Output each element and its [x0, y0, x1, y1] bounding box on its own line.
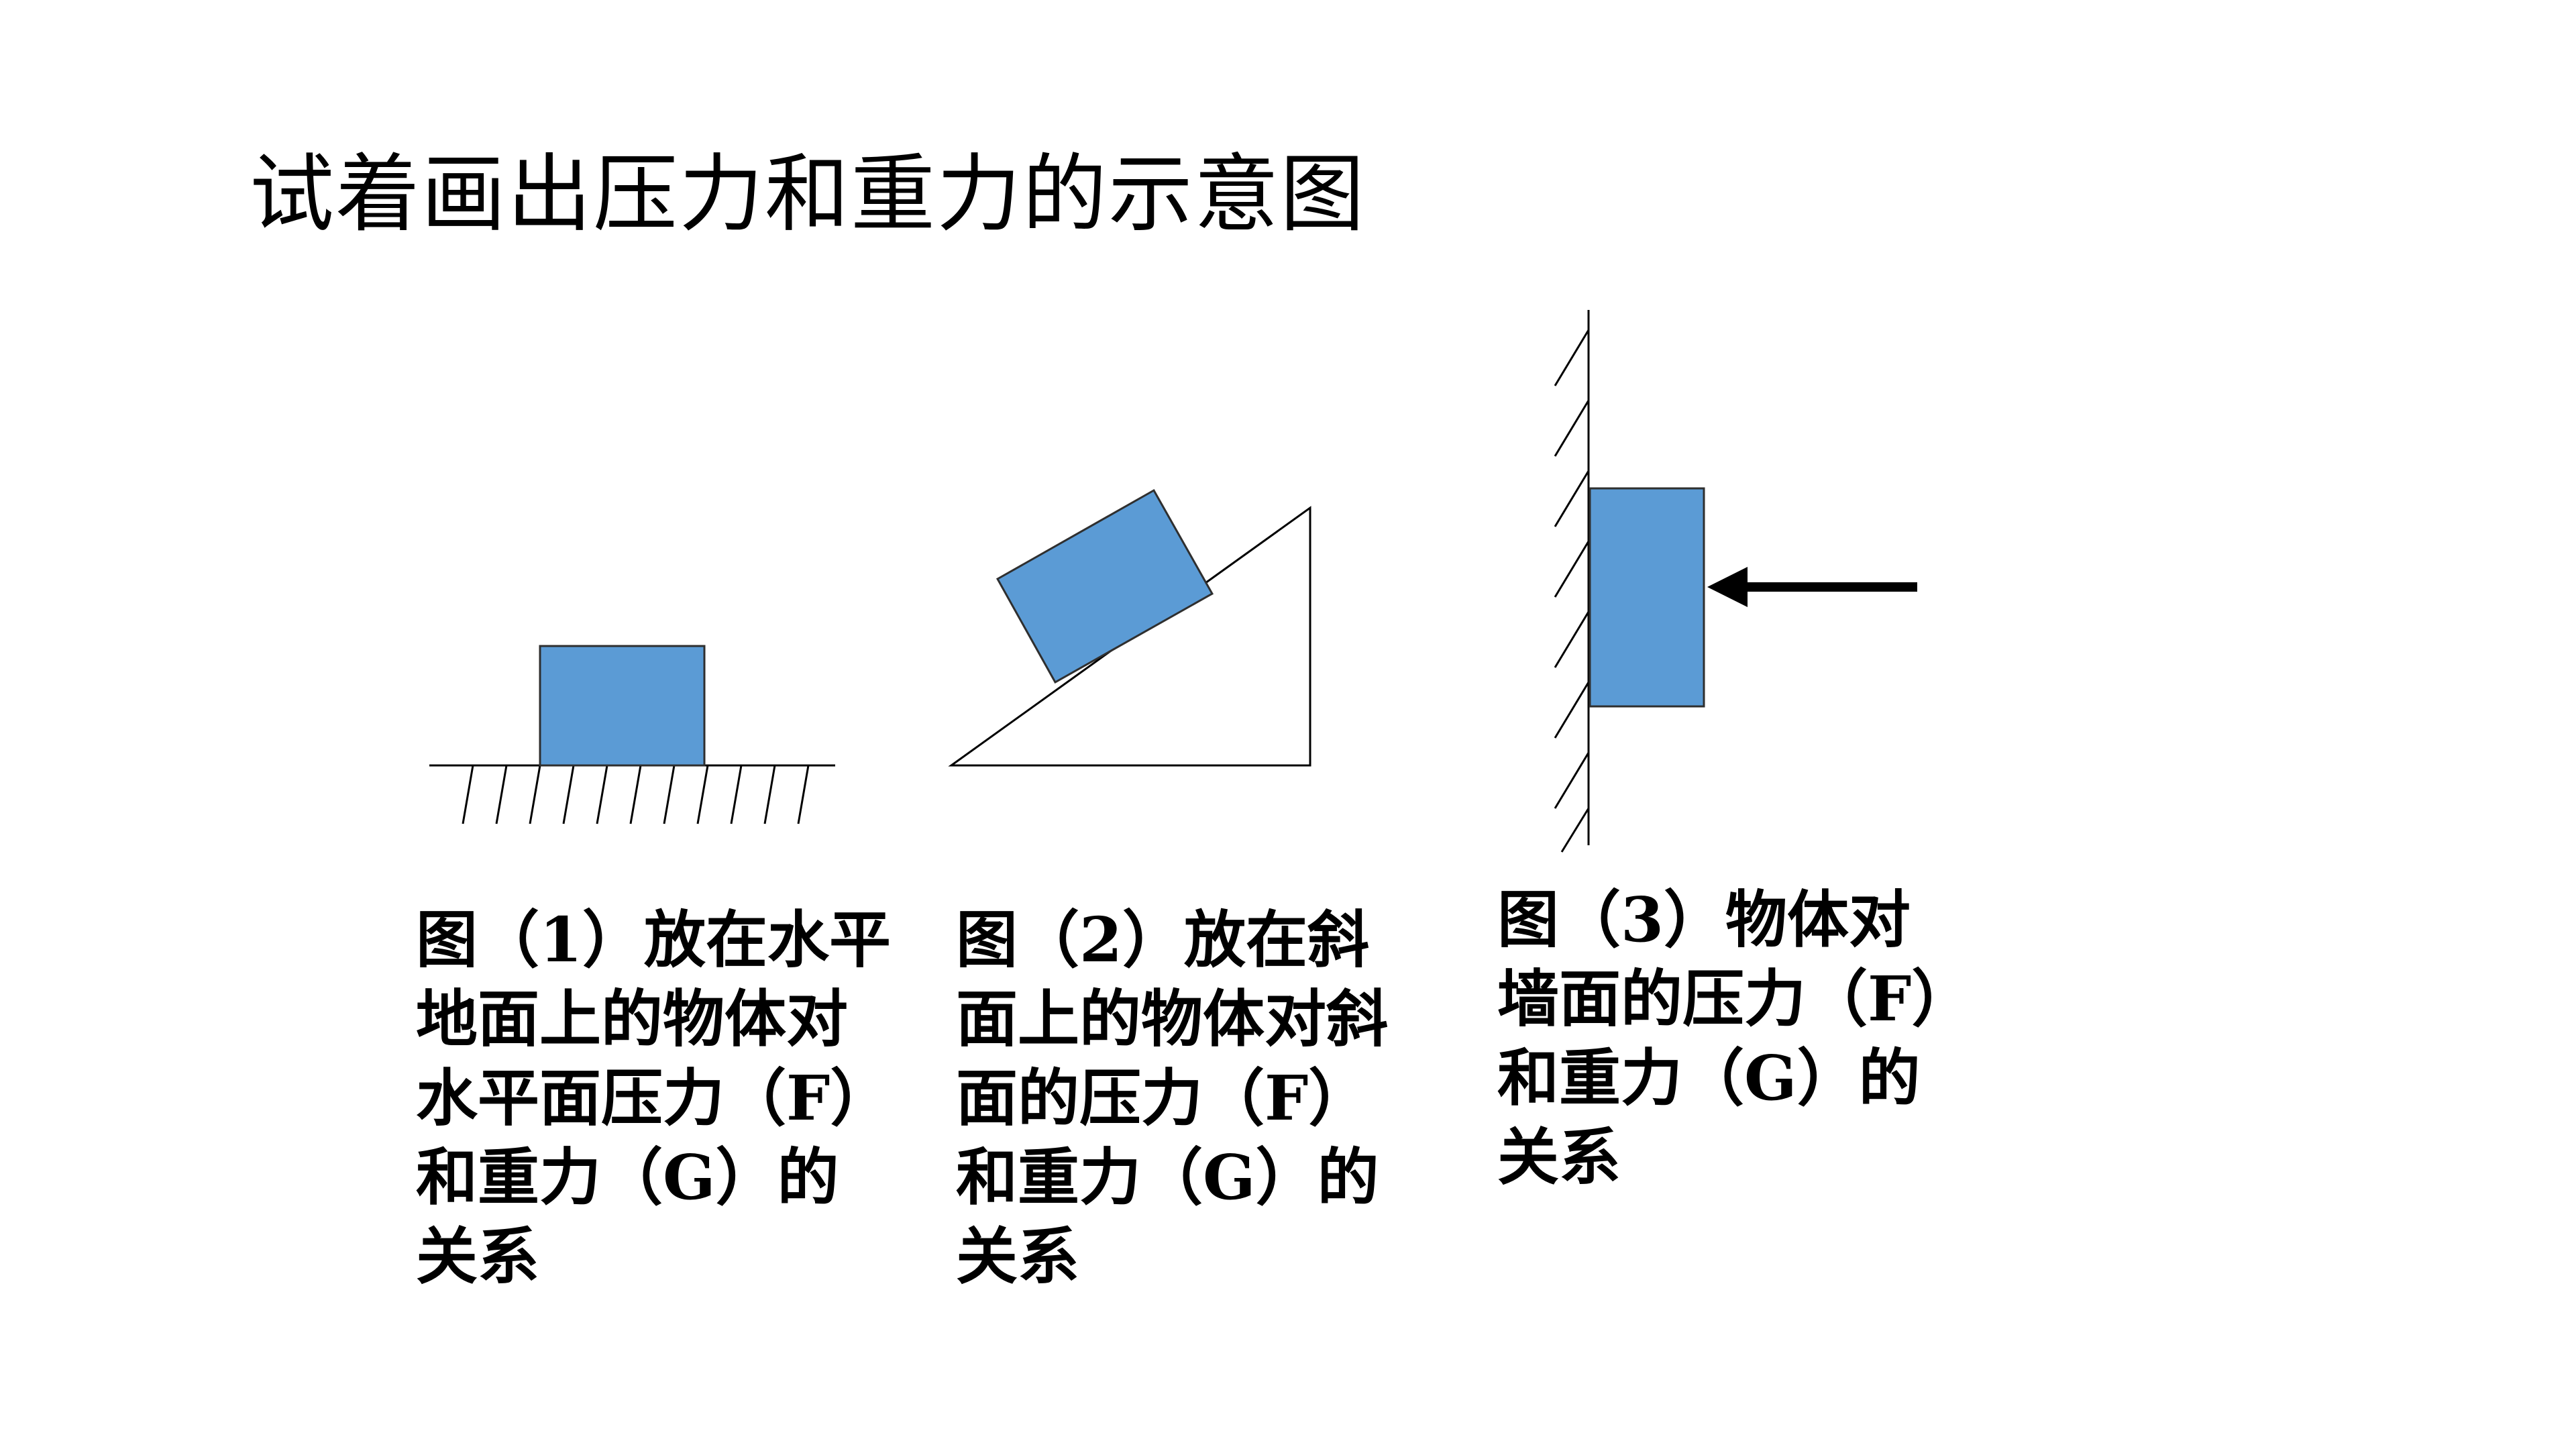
- caption-line: 图（1）放在水平: [416, 904, 892, 976]
- caption-line: 关系: [956, 1220, 1080, 1293]
- caption-line: 水平面压力（F）: [416, 1062, 892, 1134]
- caption-line: 面的压力（F）: [956, 1062, 1371, 1134]
- figure-2-caption: 图（2）放在斜 面上的物体对斜 面的压力（F） 和重力（G）的 关系: [956, 900, 1388, 1296]
- caption-line: 图（3）物体对: [1497, 883, 1911, 956]
- figure-1-diagram: [429, 645, 835, 824]
- caption-line: 地面上的物体对: [416, 983, 849, 1055]
- block-on-incline: [996, 488, 1214, 684]
- block-against-wall: [1589, 487, 1705, 708]
- caption-line: 和重力（G）的: [956, 1141, 1379, 1214]
- caption-line: 图（2）放在斜: [956, 904, 1370, 976]
- figure-3-diagram: [1554, 310, 1917, 853]
- caption-line: 面上的物体对斜: [956, 983, 1389, 1055]
- figure-2-diagram: [948, 488, 1311, 767]
- slide-title: 试着画出压力和重力的示意图: [250, 145, 1366, 244]
- ground-hatching: [462, 765, 810, 824]
- caption-line: 关系: [1497, 1121, 1621, 1193]
- block-on-ground: [539, 645, 706, 767]
- caption-line: 墙面的压力（F）: [1497, 963, 1974, 1035]
- figure-1-caption: 图（1）放在水平 地面上的物体对 水平面压力（F） 和重力（G）的 关系: [416, 900, 892, 1296]
- wall-hatching: [1554, 329, 1590, 853]
- caption-line: 和重力（G）的: [1497, 1042, 1921, 1114]
- left-arrow-icon: [1707, 567, 1917, 607]
- caption-line: 和重力（G）的: [416, 1141, 839, 1214]
- figure-3-caption: 图（3）物体对 墙面的压力（F） 和重力（G）的 关系: [1497, 880, 1973, 1197]
- caption-line: 关系: [416, 1220, 540, 1293]
